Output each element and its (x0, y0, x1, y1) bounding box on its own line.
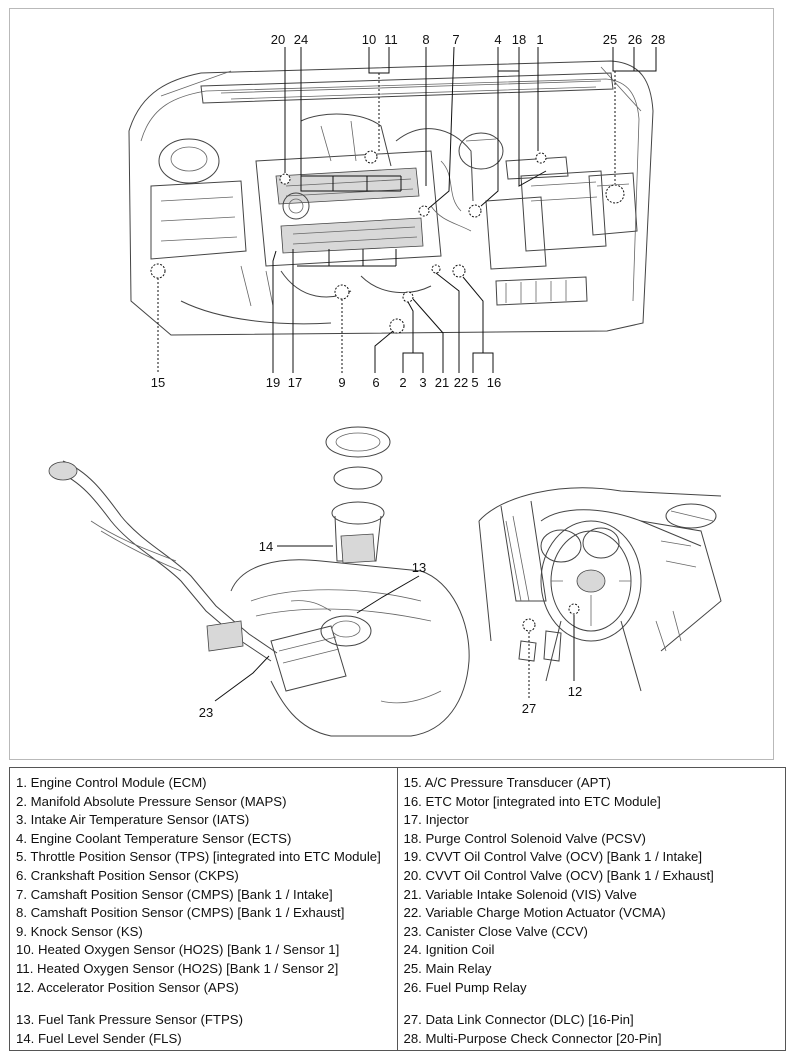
legend-table: 1. Engine Control Module (ECM) 2. Manifo… (9, 767, 786, 1051)
callout-28: 28 (651, 32, 665, 47)
legend-item: 4. Engine Coolant Temperature Sensor (EC… (16, 830, 292, 846)
legend-item: 15. A/C Pressure Transducer (APT) (403, 775, 611, 790)
legend-item: 22. Variable Charge Motion Actuator (VCM… (403, 905, 666, 921)
legend-item: 23. Canister Close Valve (CCV) (403, 923, 588, 939)
callout-20: 20 (271, 32, 285, 47)
callout-14: 14 (259, 539, 273, 554)
callout-19: 19 (266, 375, 280, 390)
legend-item: 6. Crankshaft Position Sensor (CKPS) (16, 867, 239, 883)
legend-item: 9. Knock Sensor (KS) (16, 923, 143, 939)
legend-item: 3. Intake Air Temperature Sensor (IATS) (16, 812, 250, 828)
legend-item: 5. Throttle Position Sensor (TPS) [integ… (16, 849, 381, 865)
legend-item: 12. Accelerator Position Sensor (APS) (16, 979, 239, 995)
callout-11: 11 (384, 32, 398, 47)
callout-1: 1 (536, 32, 543, 47)
callout-3: 3 (419, 375, 426, 390)
callout-15: 15 (151, 375, 165, 390)
callout-4: 4 (494, 32, 501, 47)
callout-25: 25 (603, 32, 617, 47)
legend-item: 20. CVVT Oil Control Valve (OCV) [Bank 1… (403, 867, 714, 883)
callout-17: 17 (288, 375, 302, 390)
callout-8: 8 (422, 32, 429, 47)
legend-item: 28. Multi-Purpose Check Connector [20-Pi… (403, 1030, 662, 1046)
callout-5: 5 (471, 375, 478, 390)
legend-item: 7. Camshaft Position Sensor (CMPS) [Bank… (16, 886, 333, 902)
legend-item: 11. Heated Oxygen Sensor (HO2S) [Bank 1 … (16, 960, 339, 976)
callout-6: 6 (372, 375, 379, 390)
legend-item: 25. Main Relay (403, 960, 492, 976)
legend-item: 16. ETC Motor [integrated into ETC Modul… (403, 793, 661, 809)
legend-item: 17. Injector (403, 812, 469, 828)
legend-item: 2. Manifold Absolute Pressure Sensor (MA… (16, 793, 287, 809)
legend-item: 24. Ignition Coil (403, 942, 495, 958)
fuel-tank-callout-lines (214, 545, 420, 702)
component-location-figure: 20 24 10 11 8 7 4 18 1 25 26 28 15 19 17… (9, 8, 774, 760)
callout-13: 13 (412, 560, 426, 575)
legend-item: 10. Heated Oxygen Sensor (HO2S) [Bank 1 … (16, 942, 340, 958)
callout-9: 9 (338, 375, 345, 390)
callout-22: 22 (454, 375, 468, 390)
dashboard-callout-lines (528, 615, 575, 699)
legend-item: 27. Data Link Connector (DLC) [16-Pin] (403, 1012, 634, 1028)
legend-item: 1. Engine Control Module (ECM) (16, 775, 207, 790)
dashboard-illustration (478, 487, 722, 692)
legend-item: 26. Fuel Pump Relay (403, 979, 527, 995)
legend-item: 14. Fuel Level Sender (FLS) (16, 1030, 182, 1046)
callout-16: 16 (487, 375, 501, 390)
callout-26: 26 (628, 32, 642, 47)
legend-item: 13. Fuel Tank Pressure Sensor (FTPS) (16, 1012, 243, 1028)
callout-23: 23 (199, 705, 213, 720)
callout-18: 18 (512, 32, 526, 47)
callout-10: 10 (362, 32, 376, 47)
engine-bay-callout-lines (150, 46, 657, 373)
callout-labels: 20 24 10 11 8 7 4 18 1 25 26 28 15 19 17… (151, 32, 665, 720)
engine-bay-illustration (128, 60, 654, 336)
callout-2: 2 (399, 375, 406, 390)
legend-item: 18. Purge Control Solenoid Valve (PCSV) (403, 830, 646, 846)
callout-21: 21 (435, 375, 449, 390)
legend-column-right: 15. A/C Pressure Transducer (APT) 16. ET… (398, 768, 786, 1050)
callout-24: 24 (294, 32, 308, 47)
callout-12: 12 (568, 684, 582, 699)
callout-27: 27 (522, 701, 536, 716)
fuel-tank-illustration (48, 426, 470, 737)
figure-drawing: 20 24 10 11 8 7 4 18 1 25 26 28 15 19 17… (48, 32, 722, 737)
legend-item: 8. Camshaft Position Sensor (CMPS) [Bank… (16, 905, 345, 921)
legend-item: 21. Variable Intake Solenoid (VIS) Valve (403, 886, 637, 902)
legend-column-left: 1. Engine Control Module (ECM) 2. Manifo… (10, 768, 398, 1050)
callout-7: 7 (452, 32, 459, 47)
legend-item: 19. CVVT Oil Control Valve (OCV) [Bank 1… (403, 849, 703, 865)
